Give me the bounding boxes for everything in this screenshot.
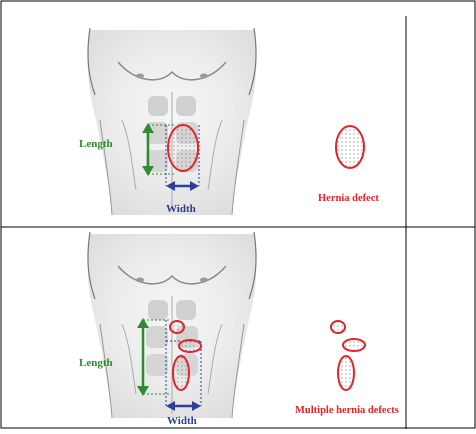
legend-label-top: Hernia defect [318,193,379,204]
legend-defect-ellipse-bottom-2 [343,339,365,351]
top-panel: Length Width Hernia defect [79,28,379,215]
bottom-panel: Length Width Multiple hernia defects [79,232,399,427]
length-label-bottom: Length [79,357,113,369]
legend-defect-ellipse-bottom-1 [331,321,345,333]
hernia-defect-ellipse-bottom-3 [173,356,189,390]
width-label-bottom: Width [167,415,197,427]
hernia-defect-ellipse-bottom-2 [179,340,201,352]
length-label-top: Length [79,138,113,150]
hernia-defect-ellipse-top [168,125,198,171]
hernia-defect-ellipse-bottom-1 [170,321,184,333]
legend-defect-ellipse-bottom-3 [338,356,354,390]
legend-label-bottom: Multiple hernia defects [295,405,399,416]
width-label-top: Width [166,203,196,215]
legend-defect-ellipse-top [336,126,364,168]
